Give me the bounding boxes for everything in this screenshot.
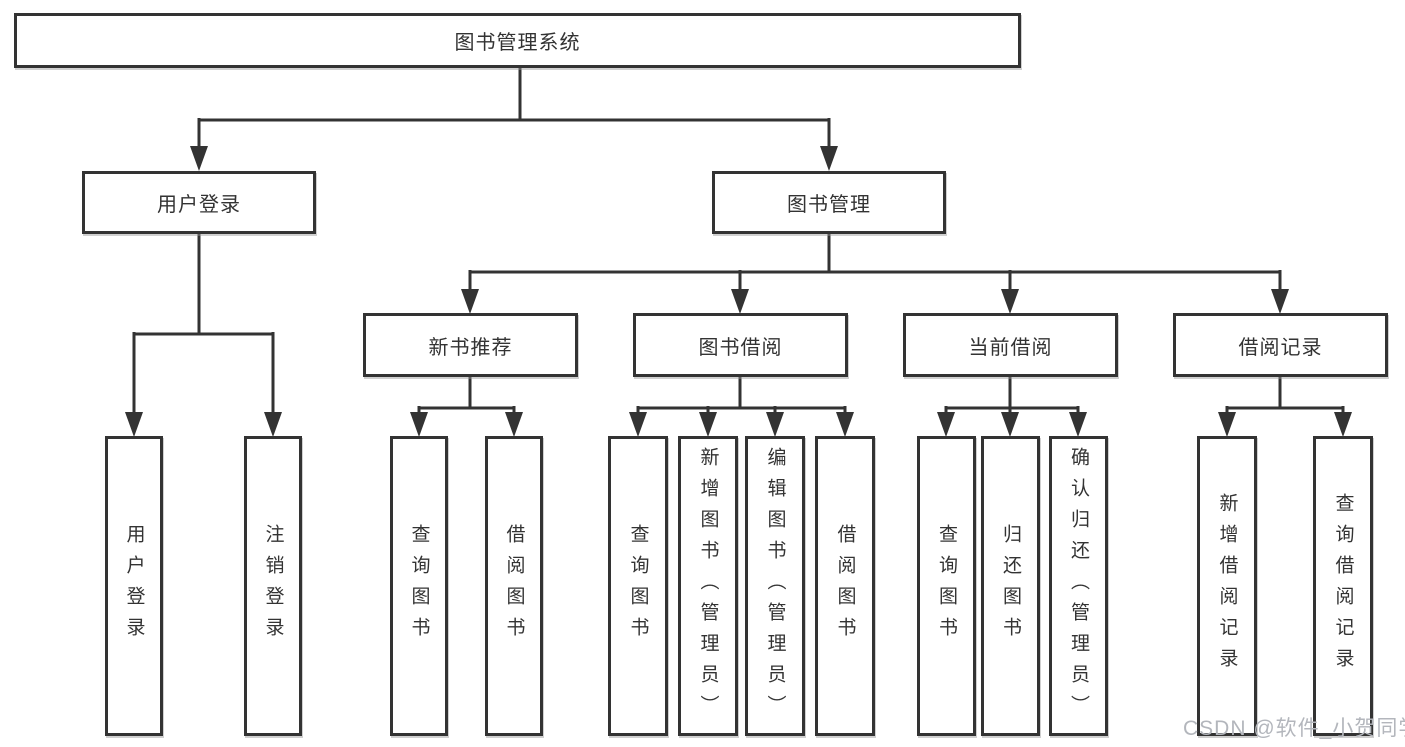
node-borrow-records-label: 借阅记录	[1238, 336, 1323, 359]
node-current-borrow: 当前借阅	[903, 313, 1118, 377]
root-node-label: 图书管理系统	[454, 32, 581, 54]
node-current-borrow-label: 当前借阅	[968, 336, 1053, 359]
leaf-confirm-return-admin: 确认归还（管理员）	[1049, 436, 1108, 736]
arrowheads	[125, 146, 1352, 437]
leaf-add-borrow-record: 新增借阅记录	[1197, 436, 1257, 736]
root-node-library-system: 图书管理系统	[14, 13, 1021, 68]
leaf-query-books-borrow: 查询图书	[608, 436, 668, 736]
node-user-login-label: 用户登录	[157, 194, 241, 216]
node-book-management: 图书管理	[712, 171, 946, 234]
node-borrow-records: 借阅记录	[1173, 313, 1388, 377]
leaf-edit-books-admin: 编辑图书（管理员）	[745, 436, 805, 736]
leaf-user-login: 用户登录	[105, 436, 163, 736]
leaf-borrow-books-recommend: 借阅图书	[485, 436, 543, 736]
leaf-return-books: 归还图书	[981, 436, 1040, 736]
node-book-management-label: 图书管理	[787, 194, 871, 216]
node-new-book-recommend: 新书推荐	[363, 313, 578, 377]
leaf-logout: 注销登录	[244, 436, 302, 736]
leaf-query-books-recommend: 查询图书	[390, 436, 448, 736]
node-user-login: 用户登录	[82, 171, 316, 234]
leaf-query-books-current: 查询图书	[917, 436, 976, 736]
leaf-add-books-admin: 新增图书（管理员）	[678, 436, 738, 736]
leaf-borrow-books-borrow: 借阅图书	[815, 436, 875, 736]
node-book-borrow: 图书借阅	[633, 313, 848, 377]
watermark: CSDN @软件_小贺同学	[1183, 717, 1405, 740]
leaf-query-borrow-record: 查询借阅记录	[1313, 436, 1373, 736]
node-book-borrow-label: 图书借阅	[698, 336, 783, 359]
node-new-book-recommend-label: 新书推荐	[428, 336, 513, 359]
